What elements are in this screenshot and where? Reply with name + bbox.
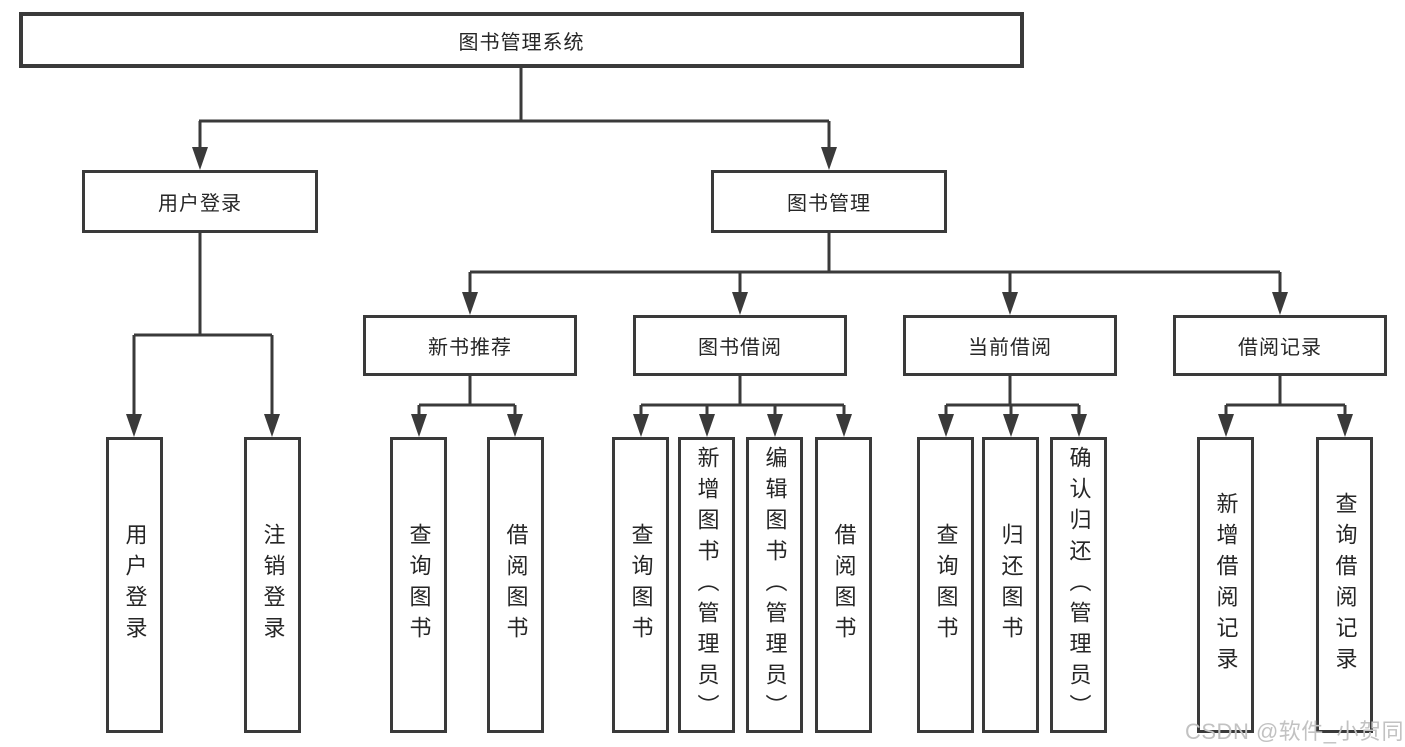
leaf-logout: 注销登录 (244, 437, 301, 733)
arrowhead (1218, 414, 1234, 437)
arrowhead (1003, 414, 1019, 437)
leaf-current-return-books-label: 归还图书 (998, 523, 1024, 647)
node-book-borrow: 图书借阅 (633, 315, 847, 376)
connector-root-to-level2 (198, 68, 831, 150)
arrowhead (507, 414, 523, 437)
leaf-current-confirm-return-admin-label: 确认归还（管理员） (1066, 445, 1092, 725)
leaf-current-query-books-label: 查询图书 (933, 523, 959, 647)
arrowhead (462, 292, 478, 315)
csdn-watermark: CSDN @软件_小贺同学 (1185, 719, 1405, 744)
node-new-book-recommend-label: 新书推荐 (428, 337, 512, 359)
node-new-book-recommend: 新书推荐 (363, 315, 577, 376)
arrowhead (938, 414, 954, 437)
node-book-management-label: 图书管理 (787, 193, 871, 215)
node-current-borrow-label: 当前借阅 (968, 337, 1052, 359)
leaf-borrow-query-books: 查询图书 (612, 437, 669, 733)
leaf-newbook-borrow-books-label: 借阅图书 (503, 523, 529, 647)
arrowhead (192, 147, 208, 170)
arrowhead (633, 414, 649, 437)
node-user-login-label: 用户登录 (158, 193, 242, 215)
arrowhead (767, 414, 783, 437)
arrowhead (264, 414, 280, 437)
leaf-logout-label: 注销登录 (260, 523, 286, 647)
arrowhead (1337, 414, 1353, 437)
leaf-user-login: 用户登录 (106, 437, 163, 733)
arrowhead (1002, 292, 1018, 315)
node-root-label: 图书管理系统 (458, 31, 585, 54)
node-borrow-records: 借阅记录 (1173, 315, 1387, 376)
leaf-borrow-edit-books-admin: 编辑图书（管理员） (746, 437, 803, 733)
leaf-newbook-query-books-label: 查询图书 (406, 523, 432, 647)
leaf-current-confirm-return-admin: 确认归还（管理员） (1050, 437, 1107, 733)
arrowhead (126, 414, 142, 437)
node-borrow-records-label: 借阅记录 (1238, 337, 1322, 359)
leaf-current-return-books: 归还图书 (982, 437, 1039, 733)
arrowhead (732, 292, 748, 315)
leaf-borrow-query-books-label: 查询图书 (628, 523, 654, 647)
leaf-records-add-record: 新增借阅记录 (1197, 437, 1254, 733)
arrowhead (411, 414, 427, 437)
arrowhead (1071, 414, 1087, 437)
connector-records-to-leaves (1224, 376, 1347, 418)
leaf-borrow-add-books-admin: 新增图书（管理员） (678, 437, 735, 733)
leaf-records-add-record-label: 新增借阅记录 (1213, 492, 1239, 678)
arrowhead (821, 147, 837, 170)
leaf-current-query-books: 查询图书 (917, 437, 974, 733)
node-book-borrow-label: 图书借阅 (698, 337, 782, 359)
node-current-borrow: 当前借阅 (903, 315, 1117, 376)
leaf-user-login-label: 用户登录 (122, 523, 148, 647)
leaf-borrow-borrow-books-label: 借阅图书 (831, 523, 857, 647)
leaf-newbook-query-books: 查询图书 (390, 437, 447, 733)
leaf-borrow-borrow-books: 借阅图书 (815, 437, 872, 733)
node-book-management: 图书管理 (711, 170, 947, 233)
leaf-records-query-record-label: 查询借阅记录 (1332, 492, 1358, 678)
connector-newbook-to-leaves (417, 376, 517, 418)
arrowhead (836, 414, 852, 437)
arrowhead (699, 414, 715, 437)
leaf-borrow-edit-books-admin-label: 编辑图书（管理员） (762, 445, 788, 725)
connector-userlogin-to-leaves (132, 233, 274, 418)
node-root: 图书管理系统 (19, 12, 1024, 68)
node-user-login: 用户登录 (82, 170, 318, 233)
leaf-records-query-record: 查询借阅记录 (1316, 437, 1373, 733)
leaf-newbook-borrow-books: 借阅图书 (487, 437, 544, 733)
leaf-borrow-add-books-admin-label: 新增图书（管理员） (694, 445, 720, 725)
connector-bookborrow-to-leaves (639, 376, 846, 418)
arrowhead (1272, 292, 1288, 315)
connector-currentborrow-to-leaves (944, 376, 1081, 418)
connector-bookmgmt-to-level3 (468, 233, 1282, 296)
